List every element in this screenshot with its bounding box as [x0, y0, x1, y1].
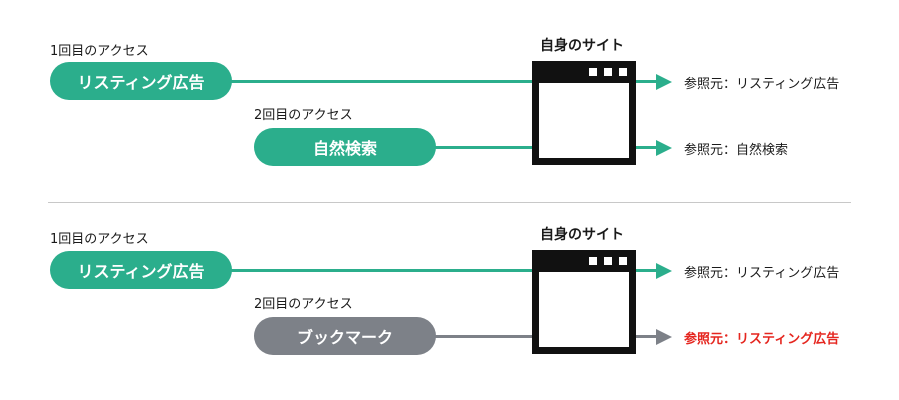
ref-first-text: 参照元：リスティング広告: [684, 266, 840, 281]
ref-second-text: 参照元：リスティング広告: [684, 332, 840, 347]
second-access-label: 2回目のアクセス: [254, 297, 353, 312]
second-source-pill: 自然検索: [254, 128, 436, 166]
ref-second-text: 参照元：自然検索: [684, 143, 789, 158]
first-access-label: 1回目のアクセス: [50, 232, 149, 247]
site-title: 自身のサイト: [540, 227, 624, 243]
ref-first-arrow: [636, 269, 658, 272]
arrow-right-icon: [656, 139, 672, 156]
ref-second-arrow: [636, 335, 658, 338]
browser-window-icon: [532, 61, 636, 165]
second-source-pill: ブックマーク: [254, 317, 436, 355]
divider: [48, 202, 851, 203]
ref-first-arrow: [636, 80, 658, 83]
ref-first-text: 参照元：リスティング広告: [684, 77, 840, 92]
first-access-line: [228, 80, 534, 83]
scenario-bookmark: 1回目のアクセス リスティング広告 2回目のアクセス ブックマーク 自身のサイト…: [0, 190, 899, 380]
first-source-pill: リスティング広告: [50, 62, 232, 100]
second-access-line: [432, 335, 534, 338]
arrow-right-icon: [656, 73, 672, 90]
second-access-label: 2回目のアクセス: [254, 108, 353, 123]
first-access-label: 1回目のアクセス: [50, 44, 149, 59]
ref-second-arrow: [636, 146, 658, 149]
scenario-natural-search: 1回目のアクセス リスティング広告 2回目のアクセス 自然検索 自身のサイト 参…: [0, 0, 899, 190]
arrow-right-icon: [656, 328, 672, 345]
site-title: 自身のサイト: [540, 38, 624, 54]
arrow-right-icon: [656, 262, 672, 279]
browser-window-icon: [532, 250, 636, 354]
first-access-line: [228, 269, 534, 272]
second-access-line: [432, 146, 534, 149]
first-source-pill: リスティング広告: [50, 251, 232, 289]
